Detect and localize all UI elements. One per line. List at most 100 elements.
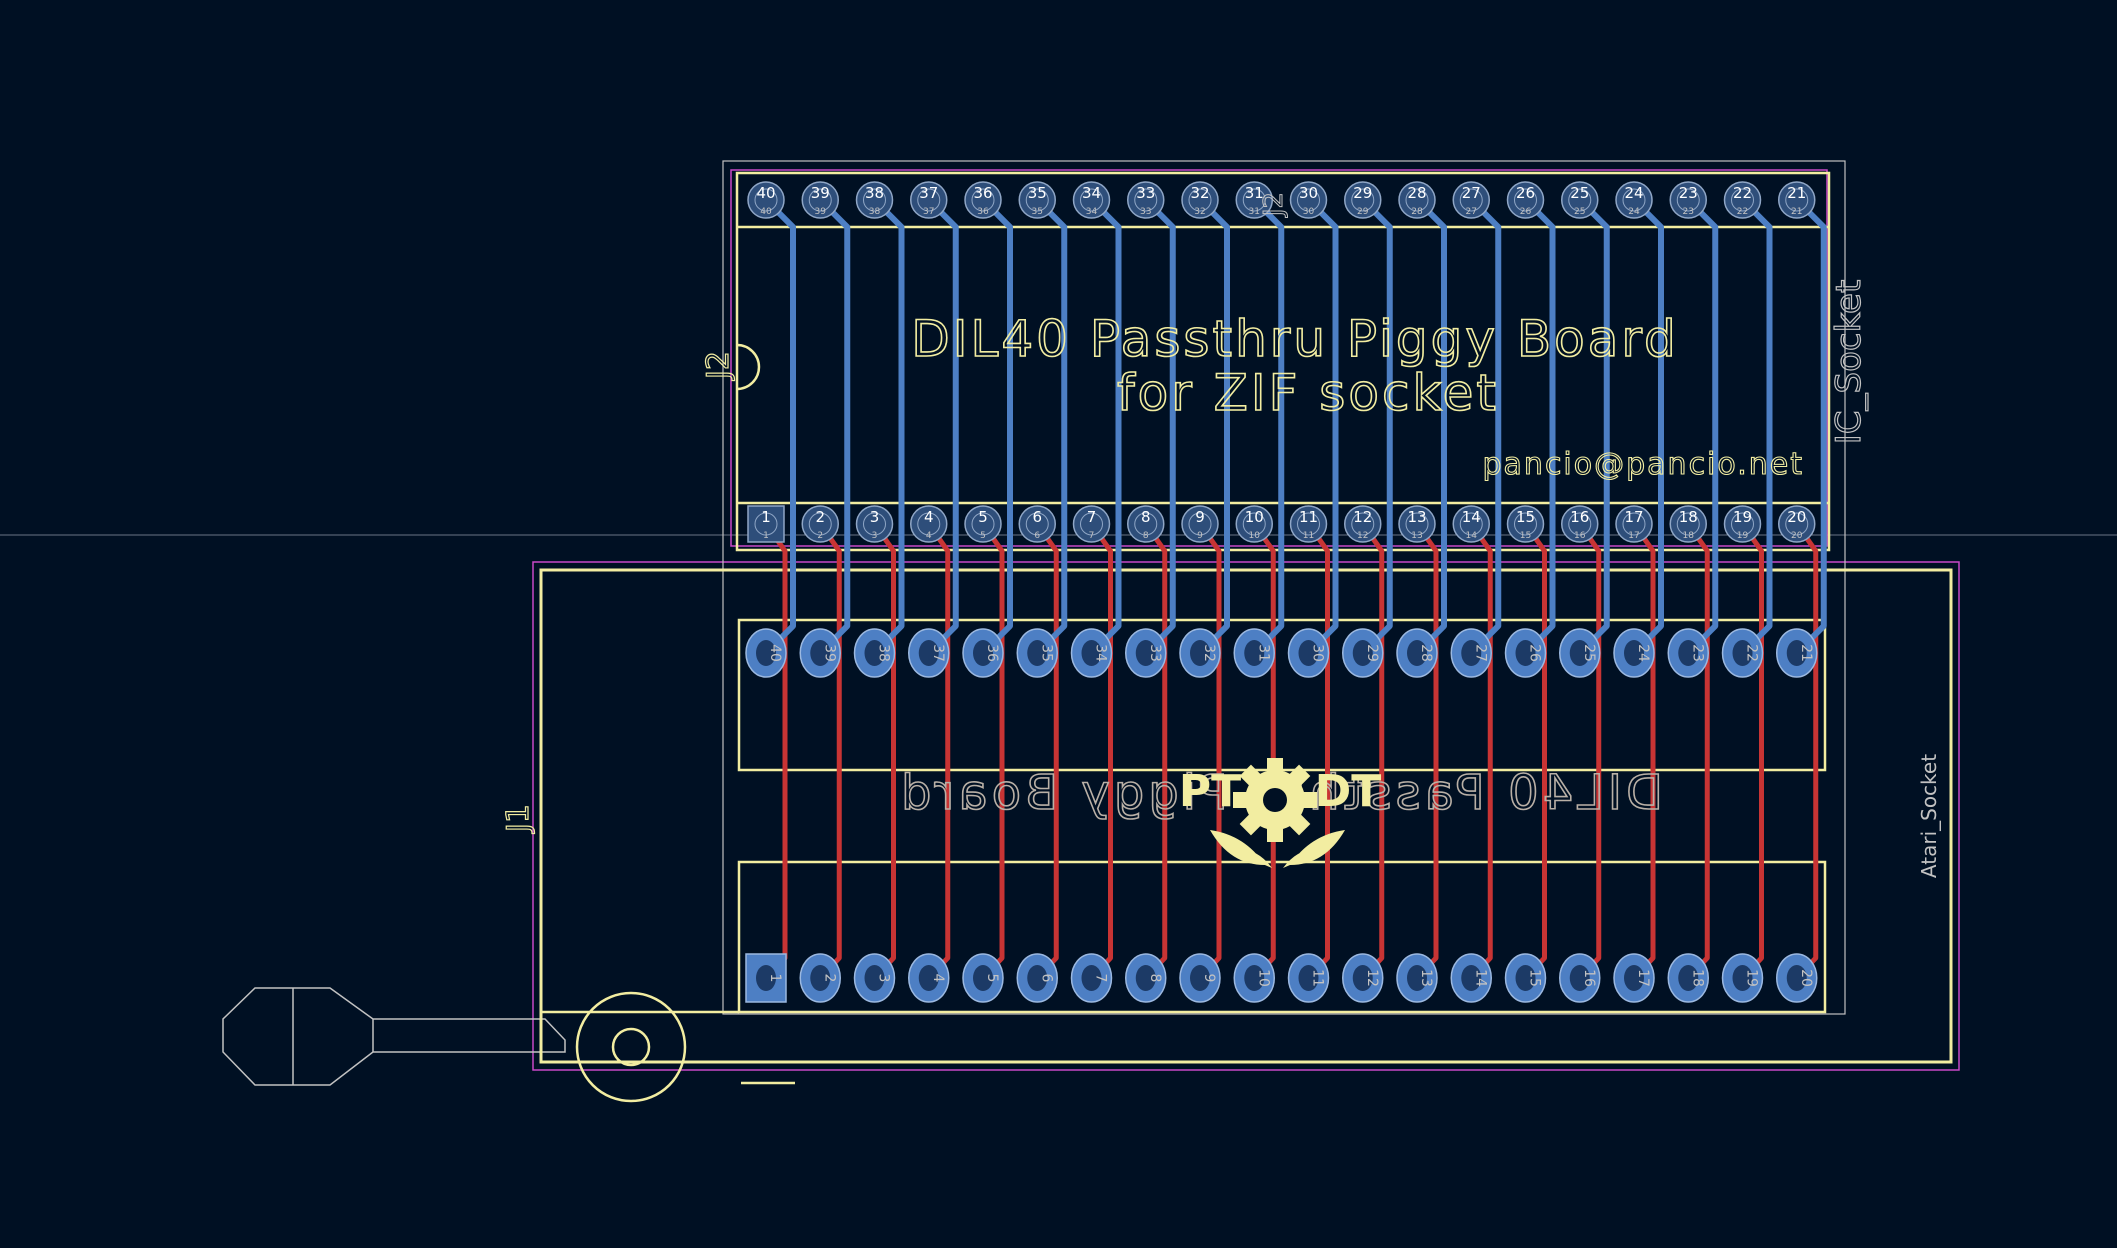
front-trace-13 [1414, 522, 1439, 980]
svg-text:40: 40 [767, 644, 783, 662]
svg-text:6: 6 [1038, 974, 1054, 983]
svg-text:2: 2 [817, 531, 823, 541]
atari-pad-23: 23 [1667, 628, 1709, 678]
front-trace-10 [1252, 522, 1276, 980]
svg-text:14: 14 [1466, 531, 1478, 541]
atari-pad-25: 25 [1559, 628, 1601, 678]
svg-text:39: 39 [815, 207, 827, 217]
atari-pad-31: 31 [1233, 628, 1275, 678]
zif-pad-5: 55 [964, 505, 1002, 543]
svg-text:20: 20 [1798, 969, 1814, 987]
back-trace-24 [1631, 197, 1664, 656]
svg-text:8: 8 [1143, 531, 1149, 541]
svg-text:18: 18 [1679, 508, 1698, 526]
atari-pad-16: 16 [1559, 953, 1601, 1003]
gear-icon [1233, 758, 1317, 842]
svg-text:3: 3 [872, 531, 878, 541]
svg-text:15: 15 [1516, 508, 1535, 526]
atari-pad-4: 4 [908, 953, 950, 1003]
svg-text:32: 32 [1190, 184, 1209, 202]
back-trace-36 [980, 197, 1013, 656]
front-trace-2 [818, 522, 842, 980]
svg-text:2: 2 [821, 974, 837, 983]
svg-text:27: 27 [1462, 184, 1481, 202]
front-trace-11 [1306, 522, 1330, 980]
front-trace-9 [1197, 522, 1222, 980]
svg-text:26: 26 [1516, 184, 1535, 202]
svg-text:7: 7 [1089, 531, 1095, 541]
svg-text:11: 11 [1299, 508, 1318, 526]
svg-text:18: 18 [1683, 531, 1695, 541]
svg-text:11: 11 [1303, 531, 1314, 541]
zif-pad-1: 11 [747, 505, 785, 543]
board-email: pancio@pancio.net [1483, 447, 1805, 482]
atari-pad-10: 10 [1233, 953, 1275, 1003]
front-trace-16 [1577, 522, 1602, 980]
atari-pad-13: 13 [1396, 953, 1438, 1003]
svg-text:21: 21 [1787, 184, 1806, 202]
atari-pad-32: 32 [1179, 628, 1221, 678]
svg-text:25: 25 [1581, 644, 1597, 662]
atari-pad-1: 1 [745, 953, 787, 1003]
svg-text:29: 29 [1353, 184, 1372, 202]
j2-reference-fab: J2 [1259, 192, 1289, 218]
svg-text:17: 17 [1635, 969, 1651, 987]
svg-text:23: 23 [1683, 207, 1694, 217]
svg-text:4: 4 [924, 508, 934, 526]
atari-pad-30: 30 [1287, 628, 1330, 678]
j2-reference: J2 [701, 351, 736, 381]
back-trace-37 [926, 197, 959, 656]
svg-text:3: 3 [870, 508, 880, 526]
svg-text:6: 6 [1032, 508, 1042, 526]
svg-text:22: 22 [1737, 207, 1748, 217]
zif-pad-7: 77 [1072, 505, 1111, 543]
svg-text:17: 17 [1624, 508, 1643, 526]
svg-text:31: 31 [1249, 207, 1260, 217]
atari-pad-38: 38 [853, 628, 896, 678]
svg-text:21: 21 [1798, 644, 1814, 662]
svg-text:30: 30 [1303, 207, 1315, 217]
svg-text:1: 1 [763, 531, 769, 541]
svg-text:13: 13 [1411, 531, 1422, 541]
svg-text:20: 20 [1791, 531, 1803, 541]
back-trace-34 [1089, 197, 1122, 656]
svg-text:38: 38 [869, 207, 881, 217]
svg-text:10: 10 [1255, 969, 1271, 987]
svg-text:7: 7 [1087, 508, 1097, 526]
atari-pad-24: 24 [1613, 628, 1655, 678]
svg-text:31: 31 [1245, 184, 1264, 202]
svg-text:15: 15 [1527, 969, 1543, 987]
svg-text:36: 36 [984, 644, 1000, 662]
svg-text:13: 13 [1418, 969, 1434, 987]
zif-pad-4: 44 [910, 505, 948, 543]
svg-text:36: 36 [973, 184, 992, 202]
atari-pad-34: 34 [1070, 628, 1113, 678]
front-trace-14 [1469, 522, 1493, 980]
svg-text:37: 37 [923, 207, 934, 217]
back-trace-40 [763, 197, 796, 656]
svg-text:28: 28 [1407, 184, 1426, 202]
atari-pad-7: 7 [1070, 953, 1113, 1003]
ic-socket-fab-outline [722, 160, 1846, 1015]
atari-pad-3: 3 [853, 953, 896, 1003]
svg-text:8: 8 [1147, 974, 1163, 983]
svg-text:24: 24 [1624, 184, 1643, 202]
zif-pad-6: 66 [1018, 505, 1056, 543]
zif-pad-2: 22 [801, 505, 839, 543]
svg-text:13: 13 [1407, 508, 1426, 526]
svg-text:25: 25 [1570, 184, 1589, 202]
zif-socket-pads: 4040113939223838333737443636553535663434… [747, 181, 1816, 543]
